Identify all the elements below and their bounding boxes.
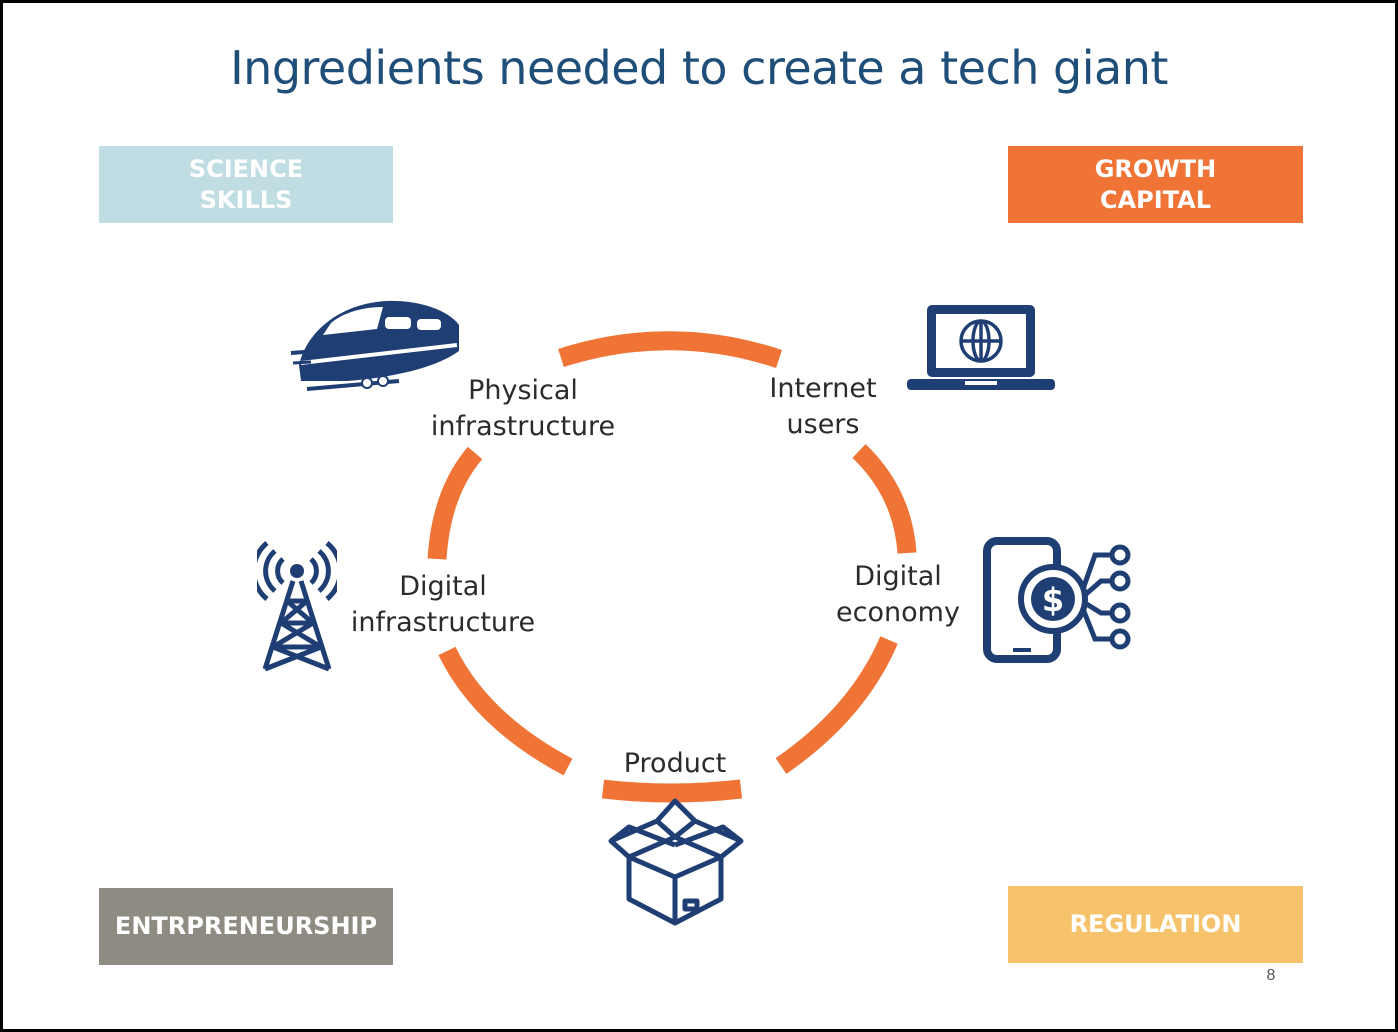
ring-arc-bottom — [601, 779, 743, 803]
growth-capital-line2: CAPITAL — [1099, 185, 1212, 214]
slide-title: Ingredients needed to create a tech gian… — [230, 41, 1168, 95]
laptop-globe-icon — [907, 305, 1055, 390]
phone-dollar-icon: $ — [983, 537, 1131, 663]
growth-capital-box: GROWTH CAPITAL — [1008, 146, 1303, 223]
entrepreneurship-label: ENTRPRENEURSHIP — [114, 912, 378, 940]
ring-arc-right-lower — [775, 636, 898, 774]
svg-text:$: $ — [1042, 581, 1064, 619]
digital-infrastructure-label: Digital infrastructure — [350, 571, 536, 638]
digital-economy-label: Digital economy — [836, 561, 960, 628]
cell-tower-icon — [257, 541, 337, 672]
ring-arc-left-upper — [427, 446, 483, 560]
cycle-ring — [427, 331, 917, 803]
train-icon — [290, 300, 459, 391]
ring-arc-right-upper — [852, 444, 917, 554]
page-number: 8 — [1266, 967, 1276, 984]
regulation-box: REGULATION — [1008, 886, 1303, 963]
product-label: Product — [623, 748, 727, 779]
internet-users-label: Internet users — [769, 373, 877, 440]
science-skills-line2: SKILLS — [199, 185, 293, 214]
ring-arc-left-lower — [438, 646, 573, 776]
entrepreneurship-box: ENTRPRENEURSHIP — [99, 888, 393, 965]
growth-capital-line1: GROWTH — [1094, 154, 1217, 183]
science-skills-line1: SCIENCE — [188, 154, 304, 183]
box-icon — [608, 798, 744, 926]
science-skills-box: SCIENCE SKILLS — [99, 146, 393, 223]
regulation-label: REGULATION — [1069, 910, 1242, 938]
ring-arc-top — [558, 331, 783, 369]
physical-infrastructure-label: Physical infrastructure — [430, 375, 616, 442]
